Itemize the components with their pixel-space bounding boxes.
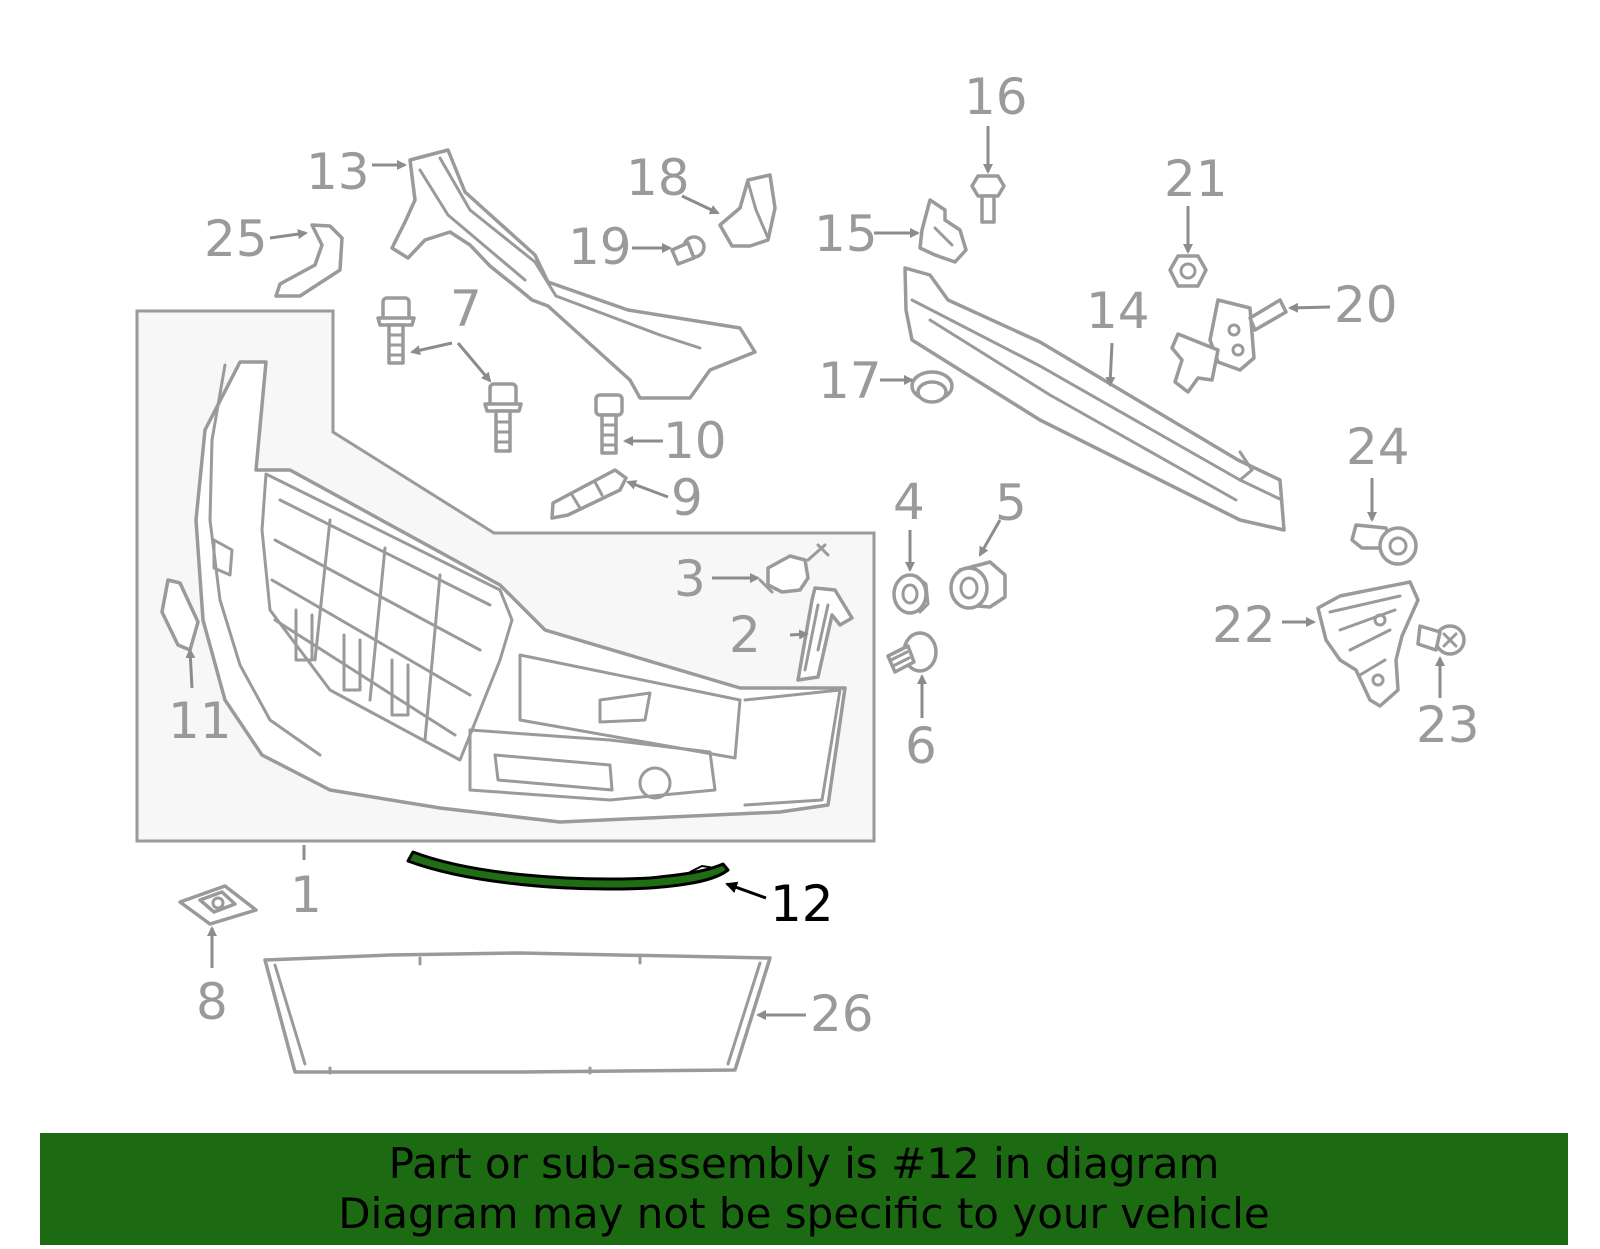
callout-15: 15 [814,205,878,263]
callout-13: 13 [306,143,370,201]
part-19-screw [670,235,706,266]
callout-6: 6 [905,717,937,775]
leader-lines [185,126,1445,1020]
part-22-bracket [1316,580,1420,708]
part-26-panel [263,951,772,1075]
callout-14: 14 [1086,282,1150,340]
callout-25: 25 [204,210,268,268]
part-10-bolt [594,393,624,455]
callout-3: 3 [674,550,706,608]
bumper-cover [194,360,847,824]
callout-12: 12 [770,875,834,933]
part-4-grommet [892,573,930,615]
part-3-clip [758,543,830,594]
part-18-bracket [718,173,777,248]
callout-20: 20 [1334,276,1398,334]
callout-16: 16 [964,68,1028,126]
part-15-bracket [918,198,968,264]
callout-18: 18 [626,149,690,207]
callout-26: 26 [810,985,874,1043]
part-25-bracket [274,223,344,298]
part-7-bolts [376,296,523,453]
part-6-screw [886,631,938,674]
callout-17: 17 [818,352,882,410]
part-17-grommet [910,370,954,404]
callout-24: 24 [1346,418,1410,476]
part-5-nut [949,560,1007,610]
part-21-nut [1168,254,1208,288]
callout-23: 23 [1416,696,1480,754]
callout-2: 2 [729,606,761,664]
banner-line-disclaimer: Diagram may not be specific to your vehi… [338,1189,1270,1238]
part-2-bracket [796,586,854,682]
callout-8: 8 [196,973,228,1031]
callout-4: 4 [893,473,925,531]
callout-19: 19 [568,218,632,276]
part-9-bracket [550,468,628,520]
part-16-bolt [970,174,1006,224]
part-13-bracket [390,148,757,400]
callout-1: 1 [290,866,322,924]
callout-11: 11 [168,692,232,750]
callout-5: 5 [995,474,1027,532]
part-24-clip [1350,523,1418,566]
callout-7: 7 [450,280,482,338]
callout-9: 9 [671,469,703,527]
part-14-reinforcement [903,266,1286,532]
part-8-clip [178,884,258,926]
callout-22: 22 [1212,596,1276,654]
info-banner: Part or sub-assembly is #12 in diagram D… [40,1133,1568,1245]
callout-21: 21 [1164,150,1228,208]
callout-10: 10 [663,412,727,470]
banner-line-part: Part or sub-assembly is #12 in diagram [388,1139,1220,1188]
part-20-tow-eye-holder [1170,298,1288,394]
part-23-screw [1416,624,1466,656]
part-12-trim-strip [406,850,730,891]
